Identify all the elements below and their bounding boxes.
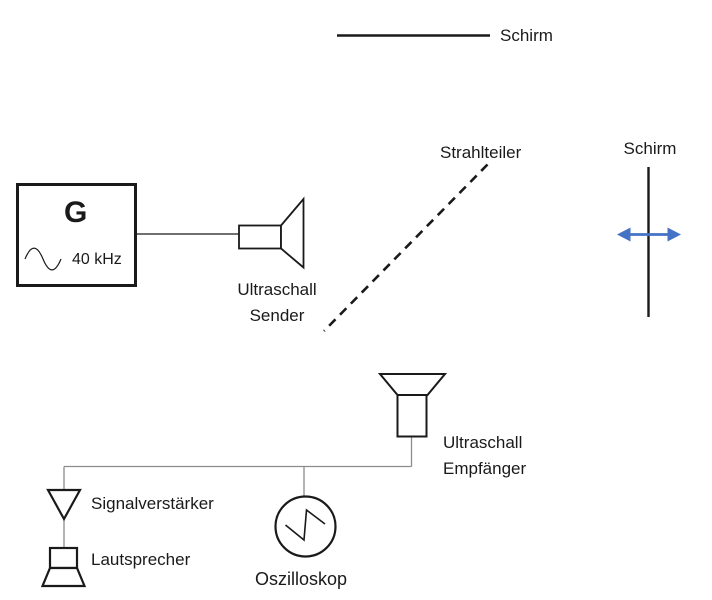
- signal-wires: [63, 436, 413, 548]
- speaker-horn-up-icon: [377, 373, 448, 438]
- receiver-label: Ultraschall Empfänger: [443, 430, 526, 482]
- screen-right-label: Schirm: [623, 139, 677, 158]
- transmitter-label-line1: Ultraschall: [237, 280, 317, 299]
- oscilloscope-label: Oszilloskop: [254, 569, 348, 589]
- transmitter-label: Ultraschall Sender: [228, 277, 326, 329]
- transmitter-label-line2: Sender: [249, 306, 305, 325]
- receiver-label-line2: Empfänger: [443, 459, 527, 478]
- generator-label: G: [64, 196, 88, 229]
- loudspeaker-label: Lautsprecher: [91, 550, 191, 569]
- circle-sawtooth-icon: [274, 495, 337, 558]
- beam-splitter-label: Strahlteiler: [440, 143, 522, 162]
- generator-frequency-label: 40 kHz: [72, 251, 122, 268]
- amplifier-label: Signalverstärker: [91, 494, 214, 513]
- receiver-label-line1: Ultraschall: [443, 433, 523, 452]
- generator-box: [16, 183, 137, 287]
- screen-top-label: Schirm: [500, 26, 553, 45]
- beam-splitter-line: [323, 163, 489, 332]
- blue-double-arrow-icon: [617, 227, 681, 242]
- speaker-horn-right-icon: [238, 196, 305, 270]
- loudspeaker-down-icon: [40, 546, 87, 588]
- sine-wave-icon: [24, 247, 62, 271]
- triangle-down-icon: [46, 488, 82, 522]
